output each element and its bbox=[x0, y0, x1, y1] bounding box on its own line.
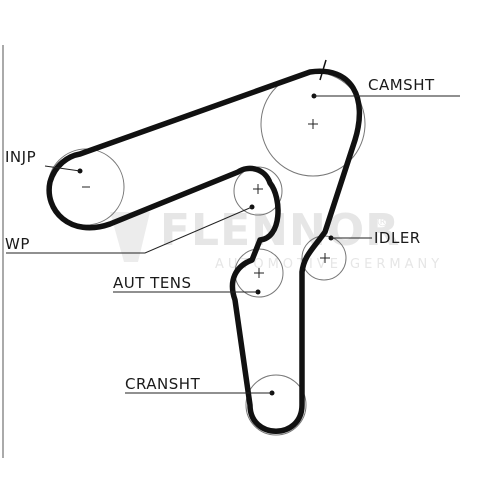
label-water-pump: WP bbox=[5, 235, 30, 253]
timing-belt bbox=[46, 68, 363, 434]
watermark-logo-shape bbox=[110, 212, 150, 262]
water-pump-pulley bbox=[233, 166, 283, 216]
label-camshaft: CAMSHT bbox=[368, 76, 435, 94]
crankshaft-pulley bbox=[245, 374, 307, 436]
watermark: FLENNOR ® AUTOMOTIVE GERMANY bbox=[110, 205, 443, 272]
camshaft-timing-mark bbox=[319, 59, 327, 81]
injp-leader bbox=[44, 165, 81, 172]
label-crankshaft: CRANSHT bbox=[125, 375, 201, 393]
watermark-registered-mark: ® bbox=[376, 215, 393, 230]
label-injection-pump: INJP bbox=[5, 148, 36, 166]
label-auto-tensioner: AUT TENS bbox=[113, 274, 192, 292]
label-idler: IDLER bbox=[374, 229, 421, 247]
watermark-tagline: AUTOMOTIVE GERMANY bbox=[215, 257, 443, 272]
wp-leader bbox=[6, 206, 253, 254]
